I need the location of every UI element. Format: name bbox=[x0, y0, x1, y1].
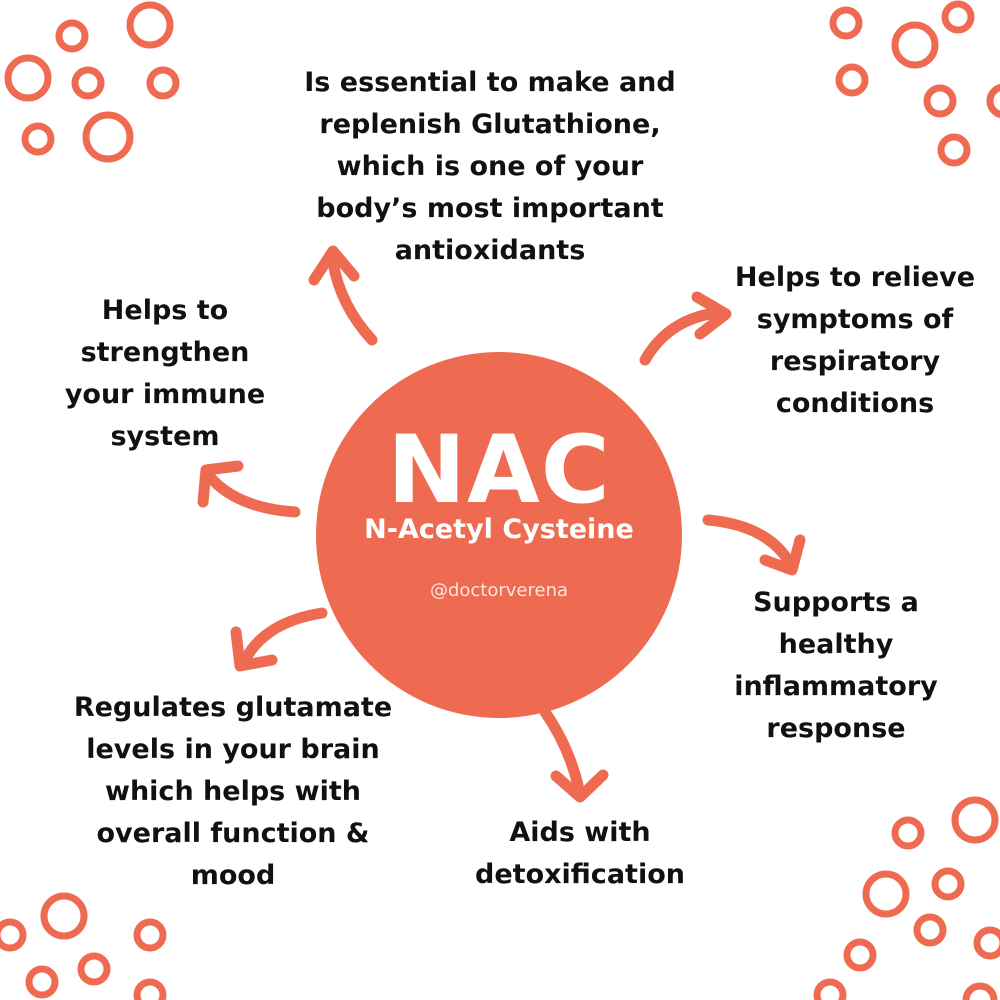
author-handle: @doctorverena bbox=[429, 580, 569, 601]
arrow-to-immune bbox=[197, 460, 301, 518]
arrow-to-inflammatory bbox=[702, 514, 806, 576]
benefit-respiratory: Helps to relieve symptoms of respiratory… bbox=[734, 262, 976, 419]
arrow-to-glutamate bbox=[230, 607, 328, 672]
arrow-to-glutathione bbox=[308, 245, 378, 346]
arrow-to-respiratory bbox=[639, 291, 732, 366]
benefit-glutathione: Is essential to make and replenish Gluta… bbox=[304, 67, 676, 266]
benefit-detoxification: Aids with detoxification bbox=[475, 817, 685, 890]
benefit-inflammatory: Supports a healthy inflammatory response bbox=[734, 587, 938, 744]
nac-subtitle: N-Acetyl Cysteine bbox=[364, 514, 634, 545]
nac-title: NAC bbox=[387, 416, 611, 525]
nac-center-circle: NAC N-Acetyl Cysteine @doctorverena bbox=[316, 352, 682, 718]
benefit-glutamate: Regulates glutamate levels in your brain… bbox=[73, 692, 393, 891]
arrow-to-detoxification bbox=[539, 706, 609, 803]
benefit-immune: Helps to strengthen your immune system bbox=[64, 295, 266, 452]
